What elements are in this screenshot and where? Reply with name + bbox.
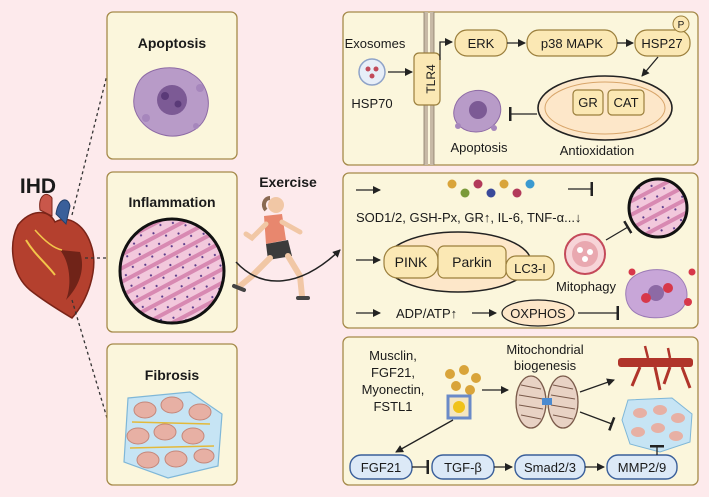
myokine-3: Myonectin, xyxy=(362,382,425,397)
mitochondrion-icon xyxy=(537,75,673,141)
runner-icon xyxy=(232,196,310,300)
inflamed-tissue-icon xyxy=(118,217,226,325)
gr-box xyxy=(572,89,604,116)
ihd-label: IHD xyxy=(20,175,56,198)
parkin-box xyxy=(437,245,507,279)
arrow-myokine-fgf21 xyxy=(395,419,454,453)
inhibit-mito-fibrosis xyxy=(579,411,616,431)
smad-label: Smad2/3 xyxy=(524,460,576,475)
inflammation-title: Inflammation xyxy=(128,194,215,210)
antioxidant-markers-label: SOD1/2, GSH-Px, GR↑, IL-6, TNF-α...↓ xyxy=(356,210,581,225)
mitochondria-biogenesis-icon xyxy=(515,375,579,429)
mitophagy-icon xyxy=(564,233,606,275)
damaged-cell-cluster-icon xyxy=(625,268,696,319)
apoptotic-cell-small-icon xyxy=(453,89,502,133)
oxphos-oval xyxy=(501,299,575,327)
hsp27-box xyxy=(634,29,691,57)
parkin-label: Parkin xyxy=(452,254,492,270)
pink-label: PINK xyxy=(395,254,428,270)
oxphos-label: OXPHOS xyxy=(510,306,566,321)
arrow-mito-vessel xyxy=(579,378,615,393)
tlr4-box xyxy=(413,52,441,106)
blood-vessel-icon xyxy=(618,345,693,391)
fibrosis-title: Fibrosis xyxy=(145,367,200,383)
mmp-box xyxy=(606,454,678,480)
mito-biogenesis-line1: Mitochondrial xyxy=(506,342,583,357)
antioxidation-label: Antioxidation xyxy=(560,143,634,158)
tlr4-label: TLR4 xyxy=(424,64,438,94)
adp-atp-label: ADP/ATP↑ xyxy=(396,306,457,321)
apoptosis-title: Apoptosis xyxy=(138,35,207,51)
mmp-label: MMP2/9 xyxy=(618,460,666,475)
inflamed-tissue-small-icon xyxy=(627,177,689,239)
heart-icon xyxy=(11,194,95,319)
erk-label: ERK xyxy=(468,36,495,51)
molecule-dots-icon xyxy=(447,179,535,198)
exercise-arrow xyxy=(235,249,341,282)
hsp27-label: HSP27 xyxy=(641,36,682,51)
p38-mapk-label: p38 MAPK xyxy=(541,36,603,51)
apoptotic-cell-icon xyxy=(133,67,209,137)
apoptosis-label: Apoptosis xyxy=(450,140,508,155)
inhibit-mitophagy-line xyxy=(605,220,633,241)
mito-biogenesis-line2: biogenesis xyxy=(514,358,577,373)
arrow-hsp27-mito xyxy=(641,56,659,77)
arrow-tlr4-erk xyxy=(439,38,453,60)
myokine-1: Musclin, xyxy=(369,348,417,363)
phosphorylation-label: P xyxy=(678,20,685,31)
fibrotic-tissue-icon xyxy=(123,391,223,479)
tgfb-label: TGF-β xyxy=(444,460,482,475)
exosomes-label: Exosomes xyxy=(345,36,406,51)
myokine-2: FGF21, xyxy=(371,365,415,380)
mitophagy-label: Mitophagy xyxy=(556,279,616,294)
dashed-connector-fibrosis xyxy=(71,299,108,419)
fibrotic-tissue-small-icon xyxy=(621,397,693,453)
exercise-label: Exercise xyxy=(259,174,317,190)
fgf21-label: FGF21 xyxy=(361,460,401,475)
cat-label: CAT xyxy=(613,95,638,110)
dashed-connector-apoptosis xyxy=(71,74,108,216)
cat-box xyxy=(607,89,645,116)
hsp70-label: HSP70 xyxy=(351,96,392,111)
phosphorylation-badge xyxy=(672,15,690,33)
myokine-secretion-icon xyxy=(445,365,481,420)
gr-label: GR xyxy=(578,95,598,110)
exosome-icon xyxy=(358,58,386,86)
lc3-label: LC3-I xyxy=(514,261,546,276)
myokine-4: FSTL1 xyxy=(373,399,412,414)
lc3-box xyxy=(505,255,555,281)
